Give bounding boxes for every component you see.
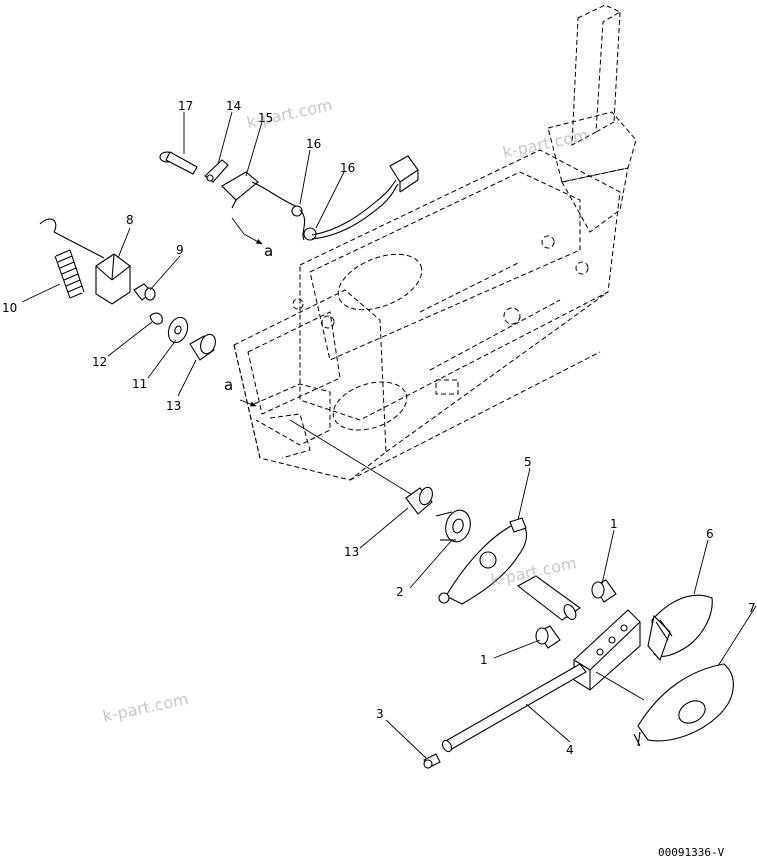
callout-13: 13 <box>166 399 181 413</box>
bushing-2 <box>435 509 471 543</box>
bolt-17 <box>159 151 198 175</box>
callout-16: 16 <box>340 161 355 175</box>
cover-6 <box>647 594 713 662</box>
watermark: k-part.com <box>501 125 590 162</box>
bolt-1-upper <box>591 579 617 603</box>
bracket-plate <box>573 609 641 691</box>
ref-letter-a: a <box>264 242 273 260</box>
spring-10 <box>39 218 105 299</box>
ref-letter-a: a <box>224 376 233 394</box>
pin-3 <box>423 753 441 769</box>
callout-5: 5 <box>524 455 532 469</box>
callout-6: 6 <box>706 527 714 541</box>
callout-10: 10 <box>2 301 17 315</box>
clip-12 <box>149 312 163 325</box>
lever-8 <box>95 253 131 305</box>
callout-4: 4 <box>566 743 574 757</box>
wire-harness <box>311 155 419 240</box>
callout-17: 17 <box>178 99 193 113</box>
bolt-1-lower <box>535 625 561 649</box>
switch-15 <box>221 171 301 209</box>
washer-11 <box>167 316 189 344</box>
callout-1: 1 <box>480 653 488 667</box>
callout-15: 15 <box>258 111 273 125</box>
cover-7 <box>633 663 734 747</box>
bolt-9 <box>133 283 156 301</box>
clip-14 <box>204 159 229 183</box>
shaft <box>517 575 581 621</box>
leaders <box>21 111 757 759</box>
callout-14: 14 <box>226 99 241 113</box>
rod-4 <box>441 663 587 753</box>
callout-13: 13 <box>344 545 359 559</box>
callout-9: 9 <box>176 243 184 257</box>
callout-1: 1 <box>610 517 618 531</box>
callout-12: 12 <box>92 355 107 369</box>
bushing-13-left <box>189 333 216 361</box>
leader-bracket <box>595 671 645 701</box>
callout-11: 11 <box>132 377 147 391</box>
center-line <box>289 419 415 497</box>
ref-arrow-top <box>231 217 263 245</box>
callout-16: 16 <box>306 137 321 151</box>
ref-arrow-left <box>239 399 257 407</box>
callout-3: 3 <box>376 707 384 721</box>
bushing-13-right <box>405 486 433 515</box>
watermark: k-part.com <box>101 689 190 726</box>
lever-5 <box>438 517 528 605</box>
callout-7: 7 <box>748 601 756 615</box>
part-number: 00091336-V <box>658 846 725 859</box>
frame-outline <box>233 4 637 481</box>
callout-2: 2 <box>396 585 404 599</box>
callout-8: 8 <box>126 213 134 227</box>
